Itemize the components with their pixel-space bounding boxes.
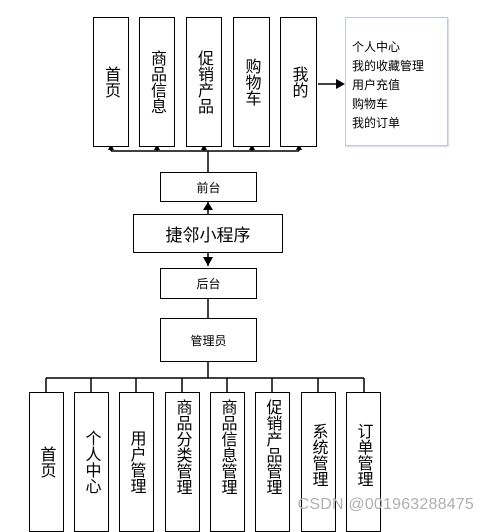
front-page-product-info: 商品信息 [139,17,175,147]
admin-module-home: 首页 [29,392,64,532]
admin-label: 管理员 [190,333,227,348]
admin-module-label: 商品信息管理 [218,399,238,495]
front-page-label: 我的 [289,66,309,98]
admin-module-label: 订单管理 [354,423,374,487]
front-page-mine: 我的 [280,17,317,147]
mine-submenu-item: 我的订单 [352,116,401,130]
admin-module-personal-center: 个人中心 [74,392,109,532]
admin-module-label: 系统管理 [309,423,329,487]
admin-module-label: 首页 [37,446,57,478]
admin-module-label: 商品分类管理 [173,399,193,495]
front-end-label: 前台 [196,180,221,195]
admin-module-label: 促销产品管理 [263,399,283,495]
front-page-label: 促销产品 [195,50,214,114]
front-page-label: 商品信息 [148,50,167,114]
back-end-box: 后台 [160,268,257,299]
mine-submenu-item: 用户充值 [352,78,401,92]
mine-submenu-item: 购物车 [352,97,389,111]
front-page-cart: 购物车 [233,17,270,147]
mine-submenu-item: 个人中心 [352,40,401,54]
admin-module-user-management: 用户管理 [119,392,154,532]
admin-box: 管理员 [160,318,257,362]
admin-module-label: 个人中心 [82,430,102,494]
back-end-label: 后台 [196,277,221,291]
admin-module-label: 用户管理 [127,430,147,494]
front-end-box: 前台 [160,172,257,202]
mine-submenu-box: 个人中心 我的收藏管理 用户充值 购物车 我的订单 [345,17,448,146]
admin-module-product-info-management: 商品信息管理 [210,392,245,532]
app-name: 捷邻小程序 [165,226,251,246]
admin-module-system-management: 系统管理 [301,392,336,532]
front-page-home: 首页 [93,17,129,147]
front-page-promotions: 促销产品 [186,17,222,147]
admin-module-category-management: 商品分类管理 [165,392,200,532]
admin-module-promotion-management: 促销产品管理 [255,392,290,532]
app-box: 捷邻小程序 [133,214,283,253]
front-page-label: 首页 [102,66,121,98]
front-page-label: 购物车 [242,58,262,106]
mine-submenu-item: 我的收藏管理 [352,59,425,73]
watermark: CSDN @001963288475 [297,496,474,513]
